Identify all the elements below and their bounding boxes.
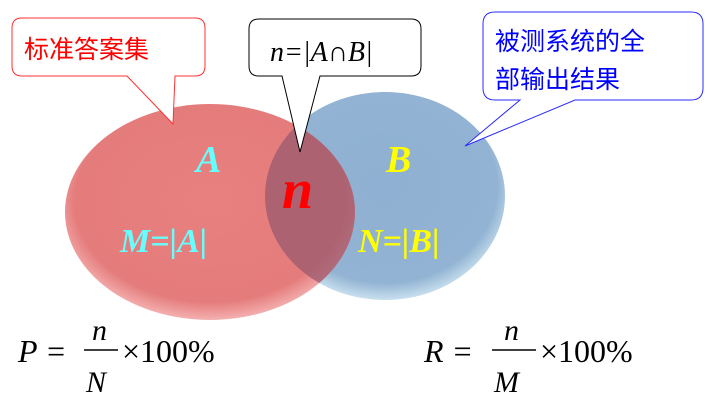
intersection-callout (248, 18, 422, 153)
system-callout-line2: 部输出结果 (495, 65, 620, 94)
recall-rhs: ×100% (540, 333, 633, 369)
set-b-size: N=|B| (357, 223, 440, 260)
set-b-label: B (385, 139, 411, 181)
set-a-size: M=|A| (119, 223, 207, 260)
precision-numerator: n (92, 314, 107, 347)
precision-denominator: N (85, 366, 108, 399)
system-callout-line1: 被测系统的全 (495, 27, 645, 56)
recall-numerator: n (504, 314, 519, 347)
set-a-label: A (194, 139, 221, 181)
system-callout (464, 11, 704, 147)
recall-formula: R = n M ×100% (423, 314, 633, 399)
precision-lhs: P = (17, 333, 67, 369)
intersection-formula: n=|A∩B| (270, 37, 373, 68)
gold-callout-text: 标准答案集 (24, 35, 149, 64)
recall-denominator: M (493, 366, 521, 399)
precision-rhs: ×100% (122, 333, 215, 369)
recall-lhs: R = (423, 333, 473, 369)
precision-formula: P = n N ×100% (17, 314, 215, 399)
gold-callout (11, 17, 206, 126)
intersection-n-label: n (282, 159, 313, 221)
